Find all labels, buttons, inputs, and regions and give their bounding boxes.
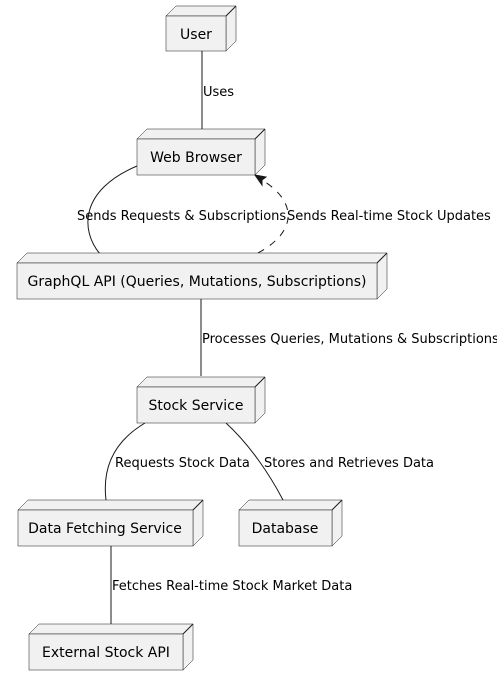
edge-requests-stock-data: Requests Stock Data xyxy=(104,422,250,501)
edge-fetches-market-data: Fetches Real-time Stock Market Data xyxy=(110,546,352,624)
node-user: User xyxy=(165,5,237,52)
node-face xyxy=(238,509,333,547)
edge-sends-requests: Sends Requests & Subscriptions xyxy=(77,165,286,255)
node-label-stock-service: Stock Service xyxy=(149,398,244,414)
edge-label-sends-updates: Sends Real-time Stock Updates xyxy=(287,209,491,224)
node-web-browser: Web Browser xyxy=(136,128,266,176)
node-face xyxy=(17,509,194,547)
node-label-user: User xyxy=(180,27,212,43)
node-database: Database xyxy=(238,499,343,547)
edge-sends-updates: Sends Real-time Stock Updates xyxy=(253,174,491,254)
node-face xyxy=(28,633,184,671)
edge-label-fetches-market-data: Fetches Real-time Stock Market Data xyxy=(112,579,352,594)
node-face xyxy=(136,138,256,176)
edge-line xyxy=(87,165,138,255)
node-label-external-stock-api: External Stock API xyxy=(42,645,170,661)
node-external-stock-api: External Stock API xyxy=(28,623,194,671)
edge-label-sends-requests: Sends Requests & Subscriptions xyxy=(77,209,286,224)
edge-line xyxy=(104,422,146,501)
node-data-fetching-service: Data Fetching Service xyxy=(17,499,204,547)
edge-line xyxy=(225,422,284,501)
arrowhead-icon xyxy=(253,174,268,187)
edge-label-requests-stock-data: Requests Stock Data xyxy=(115,456,250,471)
node-face xyxy=(136,386,256,424)
node-face xyxy=(165,15,227,52)
edge-processes: Processes Queries, Mutations & Subscript… xyxy=(200,299,497,376)
edge-line-dashed xyxy=(257,179,289,254)
edge-label-processes: Processes Queries, Mutations & Subscript… xyxy=(202,332,497,347)
node-label-data-fetching-service: Data Fetching Service xyxy=(28,521,182,537)
node-label-web-browser: Web Browser xyxy=(150,150,242,166)
node-graphql-api: GraphQL API (Queries, Mutations, Subscri… xyxy=(16,252,388,300)
edge-uses: Uses xyxy=(201,51,234,130)
node-label-graphql-api: GraphQL API (Queries, Mutations, Subscri… xyxy=(27,274,366,290)
node-label-database: Database xyxy=(252,521,319,537)
node-face xyxy=(16,262,378,300)
edge-label-uses: Uses xyxy=(203,85,234,100)
node-stock-service: Stock Service xyxy=(136,376,266,424)
edge-stores-retrieves: Stores and Retrieves Data xyxy=(225,422,434,501)
edge-label-stores-retrieves: Stores and Retrieves Data xyxy=(264,456,434,471)
